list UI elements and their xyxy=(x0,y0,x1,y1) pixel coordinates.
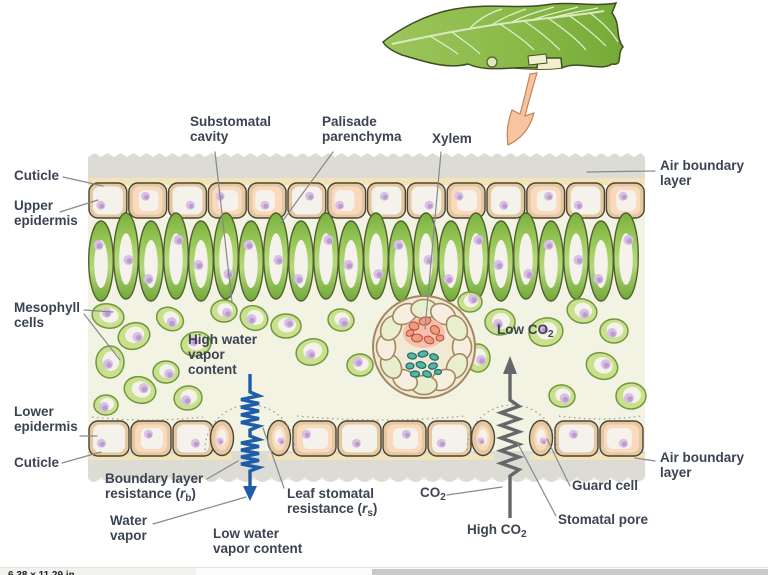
air-boundary-layer-band-top xyxy=(88,153,645,184)
leader-co2 xyxy=(446,486,503,496)
leader-cuticle-top xyxy=(62,176,104,187)
lsr-var: r xyxy=(362,500,368,516)
zoom-callout-arrow xyxy=(506,72,538,146)
label-air-boundary-bottom: Air boundary layer xyxy=(660,450,745,480)
co2-arrowhead xyxy=(503,356,517,374)
leader-water-vapor xyxy=(152,496,247,525)
blr-sub: b xyxy=(185,492,192,504)
leader-xylem xyxy=(424,151,442,330)
statusbar-left: 6.38 x 11.29 in xyxy=(0,568,196,575)
label-low-co2-sub: 2 xyxy=(548,329,554,340)
blr-line1: Boundary layer xyxy=(105,471,204,486)
label-low-co2: Low CO2 xyxy=(497,322,554,340)
label-high-water-vapor: High water vapor content xyxy=(188,332,258,377)
cuticle-layers xyxy=(88,178,645,460)
horizontal-scrollbar-thumb[interactable] xyxy=(372,569,768,575)
upper-epidermis-cells xyxy=(88,182,645,219)
mesophyll-cells-group xyxy=(91,291,647,416)
water-vapor-arrowhead xyxy=(243,486,257,501)
label-cuticle-bottom: Cuticle xyxy=(14,455,60,470)
label-guard-cell: Guard cell xyxy=(572,478,639,493)
label-high-co2-text: High CO xyxy=(467,522,521,537)
right-stoma-arc xyxy=(466,404,558,451)
lower-epidermis-cells xyxy=(88,419,644,457)
leader-stomatal-pore xyxy=(516,441,557,517)
label-mesophyll-cells: Mesophyll cells xyxy=(14,300,81,330)
lsr-sub: s xyxy=(367,507,373,519)
blr-close: ) xyxy=(191,485,196,501)
leader-cuticle-bottom xyxy=(61,451,102,464)
lsr-close: ) xyxy=(372,500,378,516)
leader-lines xyxy=(59,151,656,525)
statusbar: 6.38 x 11.29 in xyxy=(0,567,768,575)
leader-substomatal-cavity xyxy=(214,151,233,303)
leader-palisade xyxy=(280,151,334,224)
dotted-line-left xyxy=(91,416,204,421)
lsr-line1: Leaf stomatal xyxy=(287,486,375,501)
label-co2: CO2 xyxy=(420,485,446,503)
co2-flow-arrow xyxy=(495,356,525,518)
label-substomatal-cavity: Substomatal cavity xyxy=(190,114,272,144)
label-low-co2-text: Low CO xyxy=(497,322,548,337)
vascular-bundle-xylem xyxy=(372,295,476,399)
label-xylem: Xylem xyxy=(432,131,472,146)
label-lower-epidermis: Lower epidermis xyxy=(14,404,78,434)
blr-line2: resistance ( xyxy=(105,485,181,501)
leader-boundary-resistance xyxy=(206,460,239,480)
statusbar-page-size: 6.38 x 11.29 in xyxy=(8,570,75,575)
label-water-vapor: Water vapor xyxy=(110,513,148,543)
label-air-boundary-top: Air boundary layer xyxy=(660,158,745,188)
label-co2-text: CO xyxy=(420,485,441,500)
label-high-co2: High CO2 xyxy=(467,522,527,540)
lsr-line2: resistance ( xyxy=(287,500,363,516)
leader-guard-cell xyxy=(546,438,571,487)
blr-var: r xyxy=(180,485,186,501)
leader-mesophyll-1 xyxy=(83,309,114,313)
label-low-water-vapor: Low water vapor content xyxy=(213,526,303,556)
leader-mesophyll-2 xyxy=(83,313,121,361)
label-high-co2-sub: 2 xyxy=(521,529,527,540)
leader-air-boundary-bottom xyxy=(634,457,656,462)
label-palisade-parenchyma: Palisade parenchyma xyxy=(322,114,402,144)
palisade-parenchyma-cells xyxy=(87,212,640,302)
label-upper-epidermis: Upper epidermis xyxy=(14,198,78,228)
leaf-illustration xyxy=(382,2,624,71)
dotted-line-right xyxy=(558,415,642,420)
label-stomatal-pore: Stomatal pore xyxy=(558,512,649,527)
leader-air-boundary-top xyxy=(586,170,656,173)
water-vapor-flow-arrow xyxy=(240,374,266,501)
leader-upper-epidermis xyxy=(59,199,99,213)
label-co2-sub: 2 xyxy=(440,492,446,503)
label-cuticle-top: Cuticle xyxy=(14,168,60,183)
leader-stomatal-resistance xyxy=(262,427,285,489)
